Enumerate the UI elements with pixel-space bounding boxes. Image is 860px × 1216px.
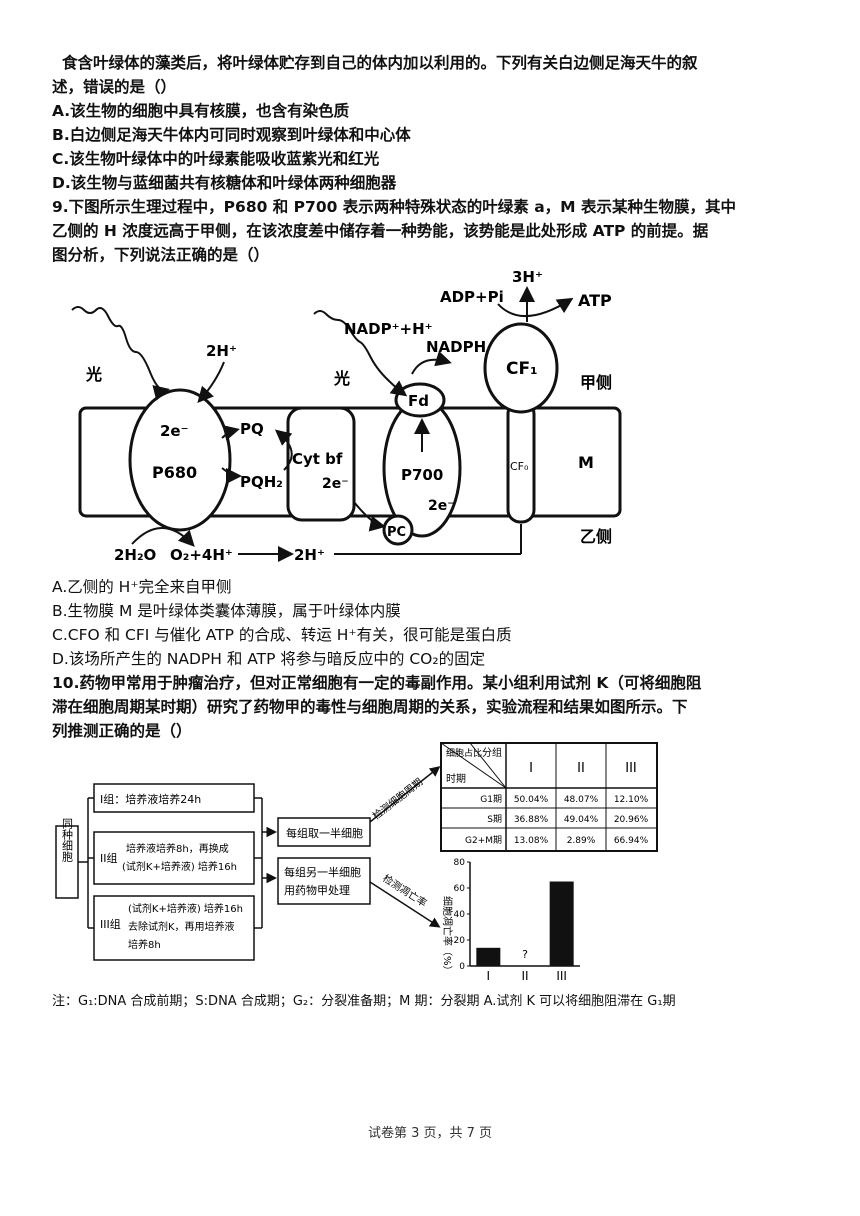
table-cell: 50.04% [514, 795, 549, 805]
h2-top-label: 2H⁺ [206, 342, 237, 360]
q9-stem-3: 图分析，下列说法正确的是（） [52, 246, 270, 264]
pq-label: PQ [240, 420, 264, 438]
e2-label: 2e⁻ [160, 422, 189, 440]
half2-line-a: 每组另一半细胞 [284, 865, 361, 879]
y-tick-label: 60 [454, 884, 466, 894]
q9-option-c: C.CFO 和 CFI 与催化 ATP 的合成、转运 H⁺有关，很可能是蛋白质 [52, 626, 512, 644]
x-tick-label: I [487, 969, 491, 983]
nadp-in-label: NADP⁺+H⁺ [344, 320, 433, 338]
light-label-2: 光 [333, 369, 350, 388]
table-cell: 12.10% [614, 795, 649, 805]
cytbf-label: Cyt bf [292, 450, 343, 468]
bar [476, 947, 501, 966]
cf1-head [483, 322, 559, 414]
photosynthesis-diagram: 2e⁻ P680 Cyt bf 2e⁻ PQ PQH₂ P700 2e⁻ Fd … [71, 268, 622, 564]
p700-label: P700 [401, 466, 443, 484]
intro-line-2: 述，错误的是（） [52, 78, 177, 96]
q9-stem-2: 乙侧的 H 浓度远高于甲侧，在该浓度差中储存着一种势能，该势能是此处形成 ATP… [52, 222, 709, 240]
atp-label: ATP [578, 291, 612, 310]
p680-complex [128, 388, 232, 532]
table-cell: 20.96% [614, 815, 649, 825]
x-tick-label: III [556, 969, 567, 983]
nadph-label: NADPH [426, 338, 486, 356]
table-cell: 49.04% [564, 815, 599, 825]
y-tick-label: 20 [454, 936, 466, 946]
q8-option-a: A.该生物的细胞中具有核膜，也含有染色质 [52, 102, 350, 120]
arrow1-label: 检测细胞周期 [370, 775, 425, 822]
q9-option-a: A.乙侧的 H⁺完全来自甲侧 [52, 578, 232, 596]
table-phase: G2+M期 [465, 835, 502, 846]
bar-unknown-label: ? [522, 948, 528, 961]
q10-stem-2: 滞在细胞周期某时期）研究了药物甲的毒性与细胞周期的关系，实验流程和结果如图所示。… [52, 698, 688, 716]
p700-e2-label: 2e⁻ [428, 498, 455, 514]
group2-line-a: 培养液培养8h，再换成 [126, 842, 229, 855]
q9-option-b: B.生物膜 M 是叶绿体类囊体薄膜，属于叶绿体内膜 [52, 602, 401, 620]
q9-option-d: D.该场所产生的 NADPH 和 ATP 将参与暗反应中的 CO₂的固定 [52, 650, 486, 668]
group1-box [93, 783, 255, 813]
adp-label: ADP+Pi [440, 288, 504, 306]
y-tick-label: 40 [454, 910, 466, 920]
membrane-label: M [578, 453, 594, 472]
table-header: I [529, 761, 533, 776]
half2-line-b: 用药物甲处理 [284, 883, 350, 897]
fd-node [394, 382, 446, 418]
group2-box [93, 831, 255, 885]
table-header: II [577, 761, 585, 776]
cf0-label: CF₀ [510, 460, 529, 473]
cf1-label: CF₁ [506, 359, 538, 379]
group3-line-c: 培养8h [128, 938, 161, 951]
group2-line-b: (试剂K+培养液) 培养16h [122, 860, 237, 873]
half1-label: 每组取一半细胞 [286, 826, 363, 840]
light-label-1: 光 [85, 365, 102, 384]
pc-label: PC [387, 525, 406, 540]
corner-top: 分组 [482, 746, 502, 759]
half1-box [277, 817, 371, 847]
table-cell: 2.89% [567, 836, 596, 846]
table-header: III [625, 761, 637, 776]
table-phase: G1期 [480, 794, 502, 805]
q8-option-b: B.白边侧足海天牛体内可同时观察到叶绿体和中心体 [52, 126, 411, 144]
h2-bottom-label: 2H⁺ [294, 546, 325, 564]
corner-bottom: 时期 [446, 773, 466, 785]
q8-option-d: D.该生物与蓝细菌共有核糖体和叶绿体两种细胞器 [52, 174, 397, 192]
table-cell: 48.07% [564, 795, 599, 805]
table-cell: 66.94% [614, 836, 649, 846]
table-cell: 13.08% [514, 836, 549, 846]
fd-label: Fd [408, 392, 429, 410]
group3-tag: III组 [100, 917, 121, 931]
q8-option-c: C.该生物叶绿体中的叶绿素能吸收蓝紫光和红光 [52, 150, 380, 168]
side-top-label: 甲侧 [580, 373, 612, 392]
o2-label: O₂+4H⁺ [170, 546, 233, 564]
chart-ylabel: 细胞凋亡率（%） [441, 896, 454, 976]
y-tick-label: 80 [454, 858, 466, 868]
pqh2-label: PQH₂ [240, 473, 283, 491]
bar [549, 881, 574, 966]
group3-line-b: 去除试剂K，再用培养液 [128, 920, 235, 933]
half2-box [277, 857, 371, 905]
group3-line-a: (试剂K+培养液) 培养16h [128, 902, 243, 915]
group2-tag: II组 [100, 851, 118, 865]
h3-label: 3H⁺ [512, 268, 543, 286]
p680-label: P680 [152, 463, 197, 482]
h2o-label: 2H₂O [114, 546, 156, 564]
group3-box [93, 895, 255, 961]
cytbf-e2-label: 2e⁻ [322, 476, 349, 492]
q9-stem-1: 9.下图所示生理过程中，P680 和 P700 表示两种特殊状态的叶绿素 a，M… [52, 198, 736, 216]
y-tick-label: 0 [459, 962, 465, 972]
table-phase: S期 [487, 814, 502, 825]
q10-stem-3: 列推测正确的是（） [52, 722, 192, 740]
page-footer: 试卷第 3 页，共 7 页 [367, 1126, 493, 1141]
footnote: 注：G₁:DNA 合成前期；S:DNA 合成期；G₂：分裂准备期；M 期：分裂期… [52, 994, 676, 1009]
corner-mid: 细胞占比 [446, 747, 482, 759]
table-cell: 36.88% [514, 815, 549, 825]
q10-stem-1: 10.药物甲常用于肿瘤治疗，但对正常细胞有一定的毒副作用。某小组利用试剂 K（可… [52, 674, 702, 692]
source-label: 同种细胞 [61, 818, 74, 863]
group1-label: I组：培养液培养24h [100, 792, 201, 806]
side-bottom-label: 乙侧 [580, 527, 612, 546]
intro-line-1: 食含叶绿体的藻类后，将叶绿体贮存到自己的体内加以利用的。下列有关白边侧足海天牛的… [62, 54, 698, 72]
experiment-flow: 同种细胞 I组：培养液培养24h II组 培养液培养8h，再换成 (试剂K+培养… [55, 766, 441, 961]
x-tick-label: II [521, 969, 528, 983]
